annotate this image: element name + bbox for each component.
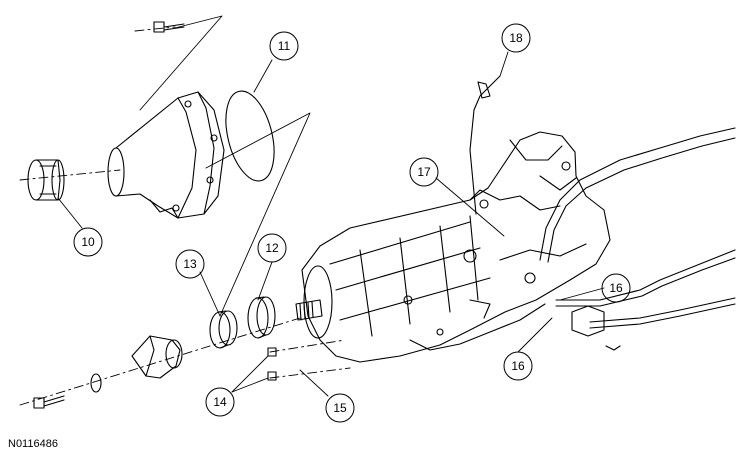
center-lines	[19, 26, 351, 406]
callout-17-label: 17	[417, 165, 431, 179]
callout-12-circle	[257, 233, 287, 263]
callout-10-label: 10	[81, 235, 95, 249]
flange-bolt	[33, 395, 65, 409]
callout-12-label: 12	[265, 241, 279, 255]
transmission-case	[301, 131, 611, 363]
callout-leaders	[57, 51, 605, 397]
adapter-seal	[209, 310, 238, 349]
output-shaft	[295, 299, 323, 321]
callout-18-circle	[501, 23, 531, 53]
output-flange	[90, 335, 183, 393]
extension-seal	[27, 159, 65, 201]
callout-10-circle	[73, 227, 103, 257]
leader-lines	[139, 15, 311, 317]
callout-17-circle	[409, 157, 439, 187]
dipstick-tube	[469, 75, 501, 215]
dipstick-cap	[477, 81, 491, 99]
callout-15-circle	[325, 393, 355, 423]
callout-circles	[73, 23, 631, 423]
callout-14-label: 14	[213, 395, 227, 409]
extension-gasket	[225, 90, 275, 182]
cooler-lines	[539, 127, 736, 351]
callout-16a-label: 16	[609, 281, 623, 295]
callout-13-label: 13	[183, 257, 197, 271]
callout-11-circle	[269, 31, 299, 61]
callout-18-label: 18	[509, 31, 523, 45]
callout-14-circle	[205, 387, 235, 417]
figure-id: N0116486	[8, 438, 58, 450]
upper-bolt	[153, 21, 185, 33]
plug-bolts	[267, 347, 277, 381]
callout-labels: 10 11 12 13 14 15 16 16 17 18	[81, 31, 623, 415]
callout-11-label: 11	[278, 39, 291, 53]
callout-15-label: 15	[333, 401, 347, 415]
callout-16a-circle	[601, 273, 631, 303]
extension-housing	[107, 91, 225, 219]
callout-16b-circle	[503, 351, 533, 381]
output-shaft-seal	[247, 296, 276, 339]
callout-13-circle	[175, 249, 205, 279]
callout-16b-label: 16	[511, 359, 525, 373]
